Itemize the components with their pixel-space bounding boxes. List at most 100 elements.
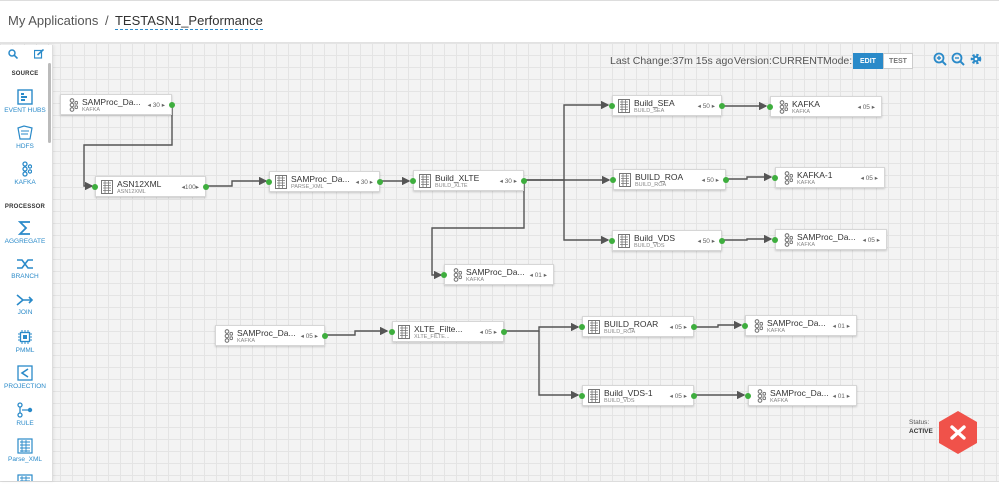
- node-asn12xml[interactable]: ASN12XML ASN12XML ◂100▸: [92, 176, 209, 197]
- xml-icon: [618, 234, 630, 248]
- palette-item-branch[interactable]: BRANCH: [0, 257, 50, 280]
- node-parallelism[interactable]: ◂ 05 ▸: [669, 393, 687, 400]
- node-samproc-kafka-source-2[interactable]: SAMProc_Da... KAFKA ◂ 05 ▸: [215, 325, 328, 346]
- kafka-icon: [757, 389, 766, 403]
- input-port[interactable]: [767, 104, 773, 110]
- app-name[interactable]: TESTASN1_Performance: [114, 13, 263, 30]
- palette-item-more[interactable]: [0, 474, 50, 481]
- output-port[interactable]: [322, 333, 328, 339]
- palette-toolbar: [0, 48, 50, 63]
- input-port[interactable]: [772, 175, 778, 181]
- breadcrumb-root[interactable]: My Applications: [8, 13, 99, 28]
- node-type: BUILD_ROA: [635, 182, 667, 188]
- zoom-in-icon[interactable]: [933, 52, 947, 66]
- palette-item-hdfs[interactable]: HDFS: [0, 125, 50, 150]
- node-build-vds-1[interactable]: Build_VDS-1 BUILD_VDS ◂ 05 ▸: [579, 385, 697, 406]
- input-port[interactable]: [742, 323, 748, 329]
- input-port[interactable]: [389, 329, 395, 335]
- node-title: ASN12XML: [117, 179, 162, 189]
- zoom-out-icon[interactable]: [951, 52, 965, 66]
- node-parallelism[interactable]: ◂ 01 ▸: [832, 323, 850, 330]
- node-build-vds[interactable]: Build_VDS BUILD_VDS ◂ 50 ▸: [609, 230, 725, 251]
- palette-item-kafka[interactable]: KAFKA: [0, 161, 50, 186]
- input-port[interactable]: [410, 178, 416, 184]
- node-type: BUILD_ROA: [604, 329, 636, 335]
- palette-item-aggregate[interactable]: AGGREGATE: [0, 220, 50, 245]
- xml-icon: [17, 474, 33, 481]
- edit-mode-button[interactable]: EDIT: [853, 53, 883, 69]
- node-samproc-kafka-roar[interactable]: SAMProc_Da... KAFKA ◂ 01 ▸: [742, 315, 857, 336]
- node-parallelism[interactable]: ◂ 05 ▸: [860, 175, 878, 182]
- hdfs-icon: [17, 125, 33, 140]
- palette-scrollbar[interactable]: [48, 63, 51, 143]
- node-parallelism[interactable]: ◂ 01 ▸: [832, 393, 850, 400]
- xml-icon: [398, 325, 410, 339]
- edit-icon[interactable]: [33, 48, 45, 62]
- output-port[interactable]: [377, 179, 383, 185]
- input-port[interactable]: [609, 238, 615, 244]
- node-title: BUILD_ROA: [635, 172, 684, 182]
- node-kafka-1[interactable]: KAFKA-1 KAFKA ◂ 05 ▸: [772, 167, 885, 188]
- search-icon[interactable]: [8, 49, 19, 62]
- xml-icon: [275, 175, 287, 189]
- palette-item-parse-xml[interactable]: Parse_XML: [0, 438, 50, 463]
- palette-item-join[interactable]: JOIN: [0, 293, 50, 316]
- palette-item-pmml[interactable]: PMML: [0, 329, 50, 354]
- input-port[interactable]: [609, 103, 615, 109]
- node-type: PARSE_XML: [291, 184, 324, 190]
- input-port[interactable]: [441, 272, 447, 278]
- node-build-xlte[interactable]: Build_XLTE BUILD_XLTE ◂ 30 ▸: [410, 170, 527, 191]
- kafka-icon: [224, 329, 233, 343]
- node-title: SAMProc_Da...: [466, 267, 525, 277]
- node-samproc-parse-xml[interactable]: SAMProc_Da... PARSE_XML ◂ 30 ▸: [266, 171, 383, 192]
- node-parallelism[interactable]: ◂ 05 ▸: [862, 237, 880, 244]
- xml-icon: [588, 389, 600, 403]
- output-port[interactable]: [691, 393, 697, 399]
- test-mode-button[interactable]: TEST: [883, 53, 913, 69]
- node-parallelism[interactable]: ◂ 50 ▸: [697, 238, 715, 245]
- gear-icon[interactable]: [969, 52, 983, 66]
- node-parallelism[interactable]: ◂ 05 ▸: [300, 333, 318, 340]
- palette-item-label: PMML: [15, 347, 35, 354]
- node-parallelism[interactable]: ◂ 50 ▸: [701, 177, 719, 184]
- node-parallelism[interactable]: ◂ 05 ▸: [669, 324, 687, 331]
- palette-item-label: KAFKA: [14, 179, 36, 186]
- node-samproc-kafka-source[interactable]: SAMProc_Da... KAFKA ◂ 30 ▸: [60, 94, 175, 115]
- output-port[interactable]: [723, 177, 729, 183]
- output-port[interactable]: [169, 102, 175, 108]
- palette-item-projection[interactable]: PROJECTION: [0, 365, 50, 390]
- node-parallelism[interactable]: ◂ 30 ▸: [499, 178, 517, 185]
- node-samproc-kafka-vds-1[interactable]: SAMProc_Da... KAFKA ◂ 01 ▸: [745, 385, 857, 406]
- node-build-roa[interactable]: BUILD_ROA BUILD_ROA ◂ 50 ▸: [610, 169, 729, 190]
- output-port[interactable]: [719, 238, 725, 244]
- node-parallelism[interactable]: ◂ 01 ▸: [529, 272, 547, 279]
- node-parallelism[interactable]: ◂100▸: [181, 184, 199, 191]
- input-port[interactable]: [579, 324, 585, 330]
- node-build-roar[interactable]: BUILD_ROAR BUILD_ROA ◂ 05 ▸: [579, 316, 697, 337]
- node-parallelism[interactable]: ◂ 50 ▸: [697, 103, 715, 110]
- node-parallelism[interactable]: ◂ 05 ▸: [857, 104, 875, 111]
- input-port[interactable]: [610, 177, 616, 183]
- node-parallelism[interactable]: ◂ 05 ▸: [479, 329, 497, 336]
- input-port[interactable]: [579, 393, 585, 399]
- palette-item-event-hubs[interactable]: EVENT HUBS: [0, 89, 50, 114]
- kafka-icon: [784, 233, 793, 247]
- palette-item-rule[interactable]: RULE: [0, 402, 50, 427]
- stop-icon[interactable]: [937, 410, 979, 455]
- input-port[interactable]: [92, 184, 98, 190]
- node-build-sea[interactable]: Build_SEA BUILD_SEA ◂ 50 ▸: [609, 95, 725, 116]
- output-port[interactable]: [501, 329, 507, 335]
- node-kafka[interactable]: KAFKA KAFKA ◂ 05 ▸: [767, 96, 882, 117]
- input-port[interactable]: [745, 393, 751, 399]
- input-port[interactable]: [772, 237, 778, 243]
- output-port[interactable]: [521, 178, 527, 184]
- node-parallelism[interactable]: ◂ 30 ▸: [355, 179, 373, 186]
- output-port[interactable]: [719, 103, 725, 109]
- node-samproc-kafka-xlte[interactable]: SAMProc_Da... KAFKA ◂ 01 ▸: [441, 264, 554, 285]
- output-port[interactable]: [203, 184, 209, 190]
- node-parallelism[interactable]: ◂ 30 ▸: [147, 102, 165, 109]
- input-port[interactable]: [266, 179, 272, 185]
- node-xlte-filter[interactable]: XLTE_Filte... XLTE_FILTE... ◂ 05 ▸: [389, 321, 507, 342]
- output-port[interactable]: [691, 324, 697, 330]
- node-samproc-kafka-vds[interactable]: SAMProc_Da... KAFKA ◂ 05 ▸: [772, 229, 887, 250]
